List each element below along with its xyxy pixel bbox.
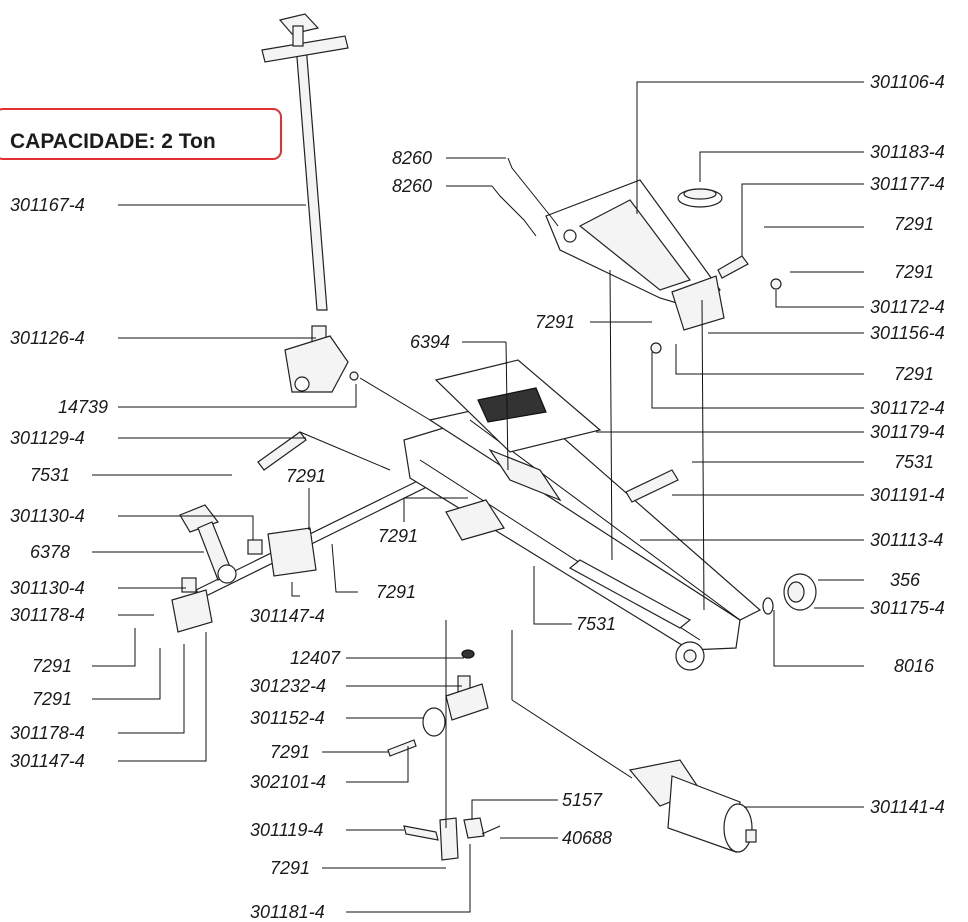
capacity-box bbox=[0, 108, 282, 160]
label-301129-4: 301129-4 bbox=[10, 428, 85, 448]
label-301147-4-b: 301147-4 bbox=[10, 751, 85, 771]
label-301177-4: 301177-4 bbox=[870, 174, 945, 194]
label-301106-4: 301106-4 bbox=[870, 72, 945, 92]
label-301130-4-a: 301130-4 bbox=[10, 506, 85, 526]
label-6394: 6394 bbox=[410, 332, 450, 352]
label-7531-b: 7531 bbox=[894, 452, 934, 472]
label-14739: 14739 bbox=[58, 397, 108, 417]
label-301178-4-a: 301178-4 bbox=[10, 605, 85, 625]
caster bbox=[387, 649, 489, 757]
label-7291-b: 7291 bbox=[894, 262, 934, 282]
label-301181-4: 301181-4 bbox=[250, 902, 325, 922]
label-7291-f: 7291 bbox=[378, 526, 418, 546]
label-356: 356 bbox=[890, 570, 921, 590]
saddle bbox=[677, 188, 723, 208]
label-7291-i: 7291 bbox=[32, 689, 72, 709]
pin-301177 bbox=[717, 255, 749, 279]
capacity-label: CAPACIDADE: 2 Ton bbox=[10, 130, 216, 153]
bracket-upper bbox=[267, 527, 317, 577]
release-lever bbox=[403, 817, 501, 861]
pivot-block bbox=[445, 499, 505, 541]
handle-socket bbox=[284, 325, 359, 393]
leader-lines bbox=[92, 81, 864, 913]
label-7291-h: 7291 bbox=[32, 656, 72, 676]
label-301147-4-a: 301147-4 bbox=[250, 606, 325, 626]
label-301232-4: 301232-4 bbox=[250, 676, 326, 696]
pin-301129 bbox=[257, 431, 307, 471]
label-301175-4: 301175-4 bbox=[870, 598, 945, 618]
label-301141-4: 301141-4 bbox=[870, 797, 945, 817]
spring-upper bbox=[507, 157, 559, 227]
label-7291-j: 7291 bbox=[270, 742, 310, 762]
label-12407: 12407 bbox=[290, 648, 341, 668]
lift-arm bbox=[545, 179, 725, 331]
label-301178-4-b: 301178-4 bbox=[10, 723, 85, 743]
parts-drawing bbox=[171, 13, 817, 861]
bracket-lower bbox=[171, 589, 213, 633]
rear-wheel bbox=[762, 573, 817, 615]
label-8016: 8016 bbox=[894, 656, 935, 676]
cover-plate bbox=[434, 359, 602, 453]
label-8260-upper: 8260 bbox=[392, 148, 432, 168]
label-7531-a: 7531 bbox=[30, 465, 70, 485]
label-301126-4: 301126-4 bbox=[10, 328, 85, 348]
part-labels: 301106-4 8260 8260 301183-4 301177-4 301… bbox=[10, 72, 945, 922]
label-301119-4: 301119-4 bbox=[250, 820, 323, 840]
main-frame bbox=[403, 399, 762, 671]
label-301156-4: 301156-4 bbox=[870, 323, 945, 343]
label-302101-4: 302101-4 bbox=[250, 772, 326, 792]
label-7291-g: 7291 bbox=[376, 582, 416, 602]
label-301191-4: 301191-4 bbox=[870, 485, 945, 505]
label-5157: 5157 bbox=[562, 790, 603, 810]
label-6378: 6378 bbox=[30, 542, 70, 562]
label-301172-4-a: 301172-4 bbox=[870, 297, 945, 317]
label-301167-4: 301167-4 bbox=[10, 195, 85, 215]
label-7291-c: 7291 bbox=[535, 312, 575, 332]
label-7291-d: 7291 bbox=[894, 364, 934, 384]
label-7291-a: 7291 bbox=[894, 214, 934, 234]
washer-301172-lower bbox=[650, 342, 662, 354]
pin-301191 bbox=[625, 469, 679, 503]
label-301172-4-b: 301172-4 bbox=[870, 398, 945, 418]
label-301183-4: 301183-4 bbox=[870, 142, 945, 162]
label-301152-4: 301152-4 bbox=[250, 708, 325, 728]
washer-301172-upper bbox=[770, 278, 782, 290]
label-8260-lower: 8260 bbox=[392, 176, 432, 196]
label-7531-c: 7531 bbox=[576, 614, 616, 634]
pedal bbox=[179, 504, 263, 593]
label-40688: 40688 bbox=[562, 828, 612, 848]
label-301130-4-b: 301130-4 bbox=[10, 578, 85, 598]
label-7291-k: 7291 bbox=[270, 858, 310, 878]
label-301179-4: 301179-4 bbox=[870, 422, 945, 442]
pump-cylinder bbox=[628, 759, 757, 853]
spring-lower bbox=[491, 185, 537, 237]
handle bbox=[261, 13, 349, 311]
label-301113-4: 301113-4 bbox=[870, 530, 943, 550]
label-7291-e: 7291 bbox=[286, 466, 326, 486]
